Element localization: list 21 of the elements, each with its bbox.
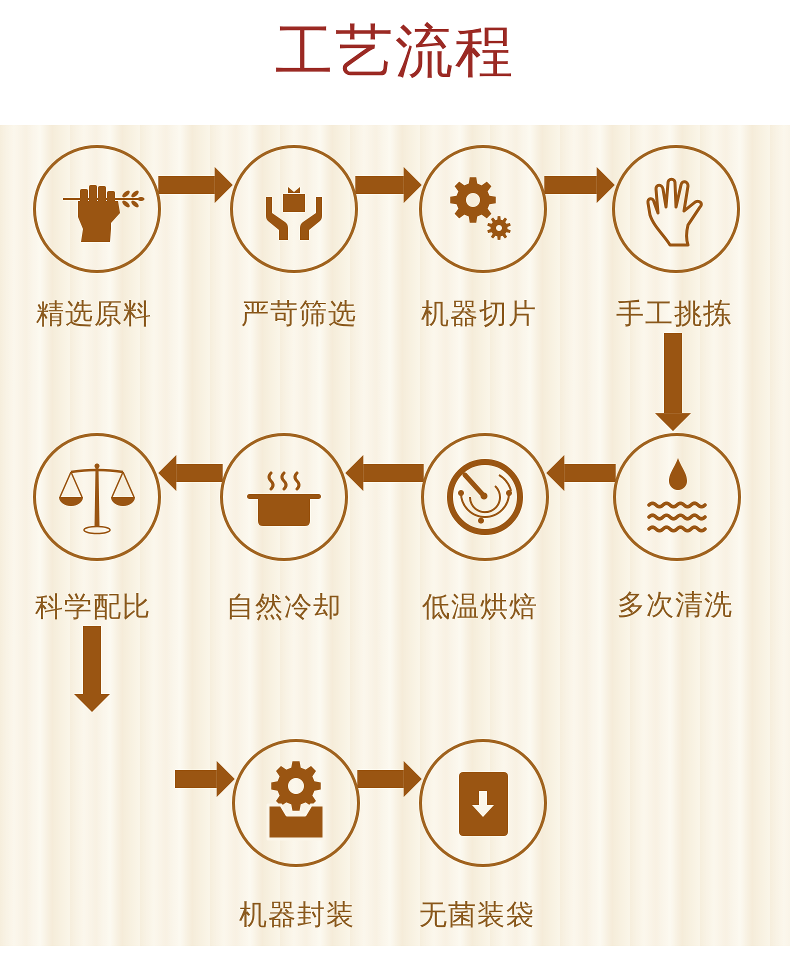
arrow (158, 167, 233, 203)
arrow (544, 167, 615, 203)
step-label: 机器切片 (421, 297, 537, 331)
arrow (546, 455, 616, 491)
step-label: 自然冷却 (226, 590, 342, 624)
title: 工艺流程 (275, 16, 515, 86)
step-label: 科学配比 (35, 590, 151, 624)
arrow (158, 455, 223, 491)
step-label: 多次清洗 (617, 588, 733, 622)
step-label: 精选原料 (36, 297, 152, 331)
arrow (74, 626, 110, 712)
arrow (357, 761, 422, 797)
arrow (355, 167, 422, 203)
arrow (345, 455, 424, 491)
step-label: 严苛筛选 (241, 297, 357, 331)
step-label: 无菌装袋 (419, 898, 535, 932)
step-label: 手工挑拣 (616, 297, 732, 331)
arrow (175, 761, 235, 797)
step-label: 低温烘焙 (422, 590, 538, 624)
arrow (655, 333, 691, 432)
step-label: 机器封装 (239, 898, 355, 932)
